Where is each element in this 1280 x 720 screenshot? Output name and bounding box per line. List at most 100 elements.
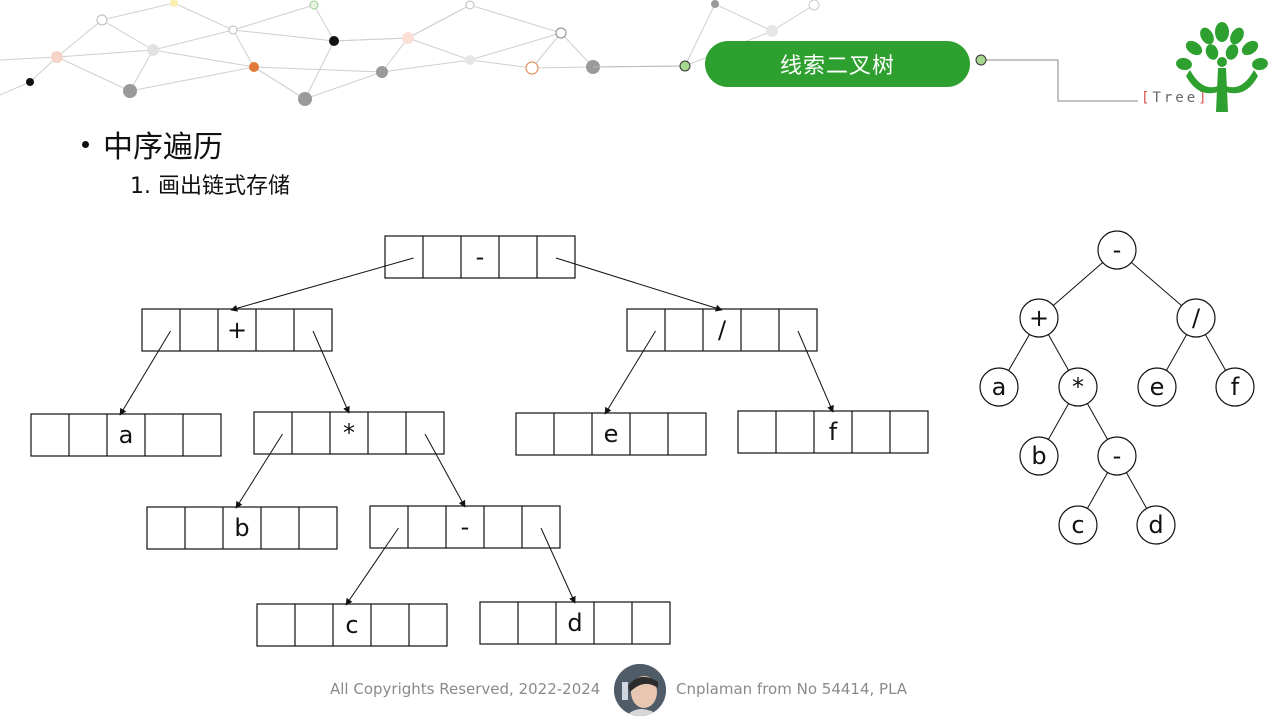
tag-text: Tree <box>1152 90 1199 106</box>
tree-node-circle <box>1058 505 1098 545</box>
pointer-plus-mul <box>312 330 350 414</box>
tree-node-circle <box>1097 436 1137 476</box>
tree-node-f: f <box>1215 367 1255 407</box>
pointer-mul-minus2 <box>424 433 466 508</box>
network-decoration <box>0 0 820 106</box>
tree-node-a: a <box>979 367 1019 407</box>
node-box <box>479 601 671 645</box>
tree-edge <box>1125 472 1148 509</box>
step-text: 1. 画出链式存储 <box>130 174 290 199</box>
linked-node-d: d <box>479 601 671 645</box>
linked-node-div: / <box>626 308 818 352</box>
tree-node-circle <box>1019 436 1059 476</box>
tree-edge <box>1086 472 1109 509</box>
tree-node-label: - <box>1113 442 1122 470</box>
tree-node-label: f <box>1231 373 1240 401</box>
linked-node-b: b <box>146 506 338 550</box>
node-data-label: c <box>345 611 358 639</box>
pointer-minus2-c <box>345 527 399 606</box>
tree-node-circle <box>1176 298 1216 338</box>
tree-edge <box>1165 334 1188 371</box>
tree-node-b: b <box>1019 436 1059 476</box>
node-data-label: e <box>604 420 619 448</box>
tree-node-div: / <box>1176 298 1216 338</box>
tree-edge <box>1204 334 1227 371</box>
tree-node-label: d <box>1148 511 1163 539</box>
node-box <box>146 506 338 550</box>
tree-node-label: + <box>1029 304 1049 332</box>
tag-open-bracket: [ <box>1141 90 1153 106</box>
pointer-mul-b <box>235 433 283 509</box>
linked-node-root: - <box>384 235 576 279</box>
tree-node-c: c <box>1058 505 1098 545</box>
tree-node-circle <box>1136 505 1176 545</box>
node-data-label: / <box>718 316 727 344</box>
tree-node-label: - <box>1113 236 1122 264</box>
footer-copyright: All Copyrights Reserved, 2022-2024 <box>330 680 601 698</box>
tree-edge <box>1131 262 1182 306</box>
pointer-plus-a <box>119 330 171 416</box>
bullet-item: 中序遍历 <box>82 122 223 166</box>
tag-close-bracket: ] <box>1198 90 1210 106</box>
pointer-div-f <box>797 330 834 413</box>
linked-node-minus2: - <box>369 505 561 549</box>
tree-node-circle <box>979 367 1019 407</box>
node-box <box>737 410 929 454</box>
node-data-label: a <box>119 421 134 449</box>
slide-title: 线索二叉树 <box>779 54 895 79</box>
tree-edge <box>1086 403 1109 440</box>
node-data-label: b <box>234 514 249 542</box>
tree-node-minus2: - <box>1097 436 1137 476</box>
footer-author: Cnplaman from No 54414, PLA <box>676 680 908 698</box>
title-pill: 线索二叉树 <box>705 41 970 87</box>
tree-node-label: / <box>1192 304 1201 332</box>
tree-node-label: e <box>1150 373 1165 401</box>
node-data-label: f <box>829 418 838 446</box>
node-box <box>369 505 561 549</box>
tree-node-e: e <box>1137 367 1177 407</box>
node-box <box>515 412 707 456</box>
pointer-root-div <box>555 257 723 312</box>
tree-node-root: - <box>1097 230 1137 270</box>
tree-node-circle <box>1137 367 1177 407</box>
author-avatar <box>614 664 666 716</box>
node-data-label: - <box>461 513 470 541</box>
tree-node-mul: * <box>1058 367 1098 407</box>
node-box <box>626 308 818 352</box>
bullet-text: 中序遍历 <box>103 130 223 165</box>
tree-node-circle <box>1097 230 1137 270</box>
node-box <box>384 235 576 279</box>
node-box <box>256 603 448 647</box>
bullet-dot <box>82 140 89 148</box>
tree-edge <box>1052 262 1104 306</box>
node-box <box>253 411 445 455</box>
linked-node-plus: + <box>141 308 333 352</box>
node-data-label: + <box>227 316 247 344</box>
tree-edge <box>1008 334 1030 371</box>
node-box <box>141 308 333 352</box>
linked-node-f: f <box>737 410 929 454</box>
tree-node-label: * <box>1072 373 1084 401</box>
pointer-div-e <box>604 330 656 415</box>
node-data-label: d <box>567 609 582 637</box>
tree-node-label: b <box>1031 442 1046 470</box>
tree-node-circle <box>1019 298 1059 338</box>
tree-node-label: a <box>992 373 1007 401</box>
tree-node-circle <box>1215 367 1255 407</box>
tree-edge <box>1047 403 1070 440</box>
tree-logo-icon <box>1176 22 1268 112</box>
node-data-label: * <box>343 419 355 447</box>
linked-node-c: c <box>256 603 448 647</box>
node-data-label: - <box>476 243 485 271</box>
tree-tag: [Tree] <box>1141 90 1210 106</box>
pointer-root-plus <box>230 257 414 312</box>
tree-node-circle <box>1058 367 1098 407</box>
tree-node-d: d <box>1136 505 1176 545</box>
tree-edge <box>1047 334 1070 371</box>
tree-node-plus: + <box>1019 298 1059 338</box>
pointer-minus2-d <box>540 527 576 604</box>
linked-node-mul: * <box>253 411 445 455</box>
linked-node-e: e <box>515 412 707 456</box>
linked-node-a: a <box>30 413 222 457</box>
